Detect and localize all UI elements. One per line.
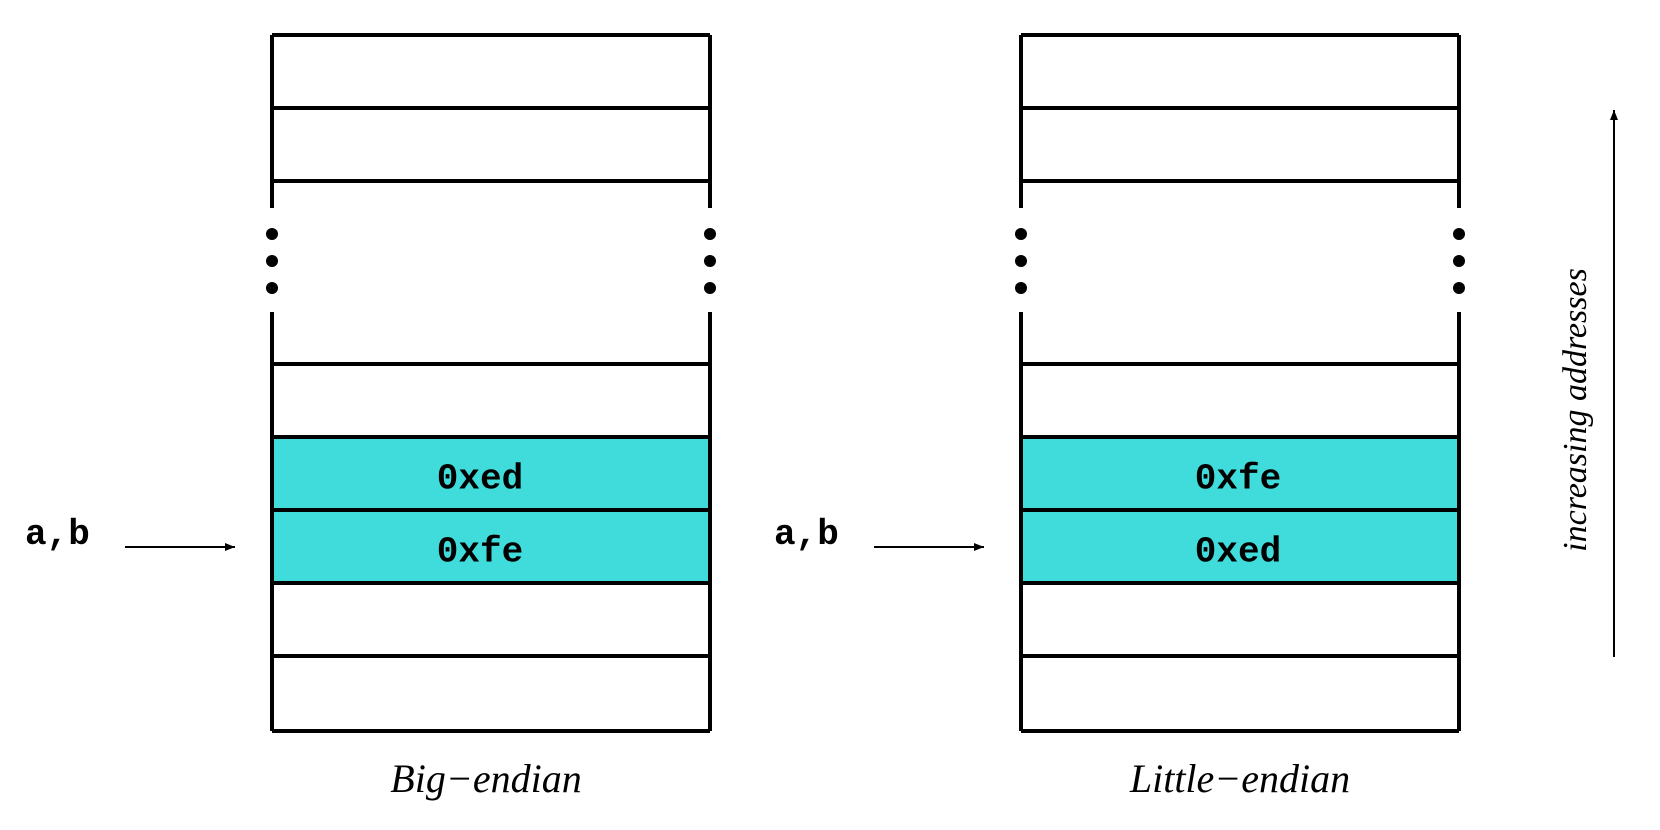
- little-endian-lower-cell-value: 0xed: [1195, 532, 1281, 573]
- big-endian-caption: Big−endian: [390, 756, 581, 801]
- address-axis-label: increasing addresses: [1557, 268, 1594, 552]
- big-endian-upper-cell-value: 0xed: [437, 459, 523, 500]
- little-endian-caption: Little−endian: [1129, 756, 1350, 801]
- little-endian-ellipsis-dots: [1015, 228, 1465, 294]
- big-endian-lower-cell-value: 0xfe: [437, 532, 523, 573]
- big-endian-memory: [266, 33, 716, 733]
- little-endian-pointer-label: a,b: [774, 514, 839, 555]
- big-endian-ellipsis-dots: [266, 228, 716, 294]
- little-endian-highlight-upper: [1021, 437, 1459, 510]
- big-endian-pointer-label: a,b: [25, 514, 90, 555]
- big-endian-highlight-upper: [272, 437, 710, 510]
- big-endian-highlight-lower: [272, 510, 710, 583]
- little-endian-upper-cell-value: 0xfe: [1195, 459, 1281, 500]
- little-endian-memory: [1015, 33, 1465, 733]
- little-endian-highlight-lower: [1021, 510, 1459, 583]
